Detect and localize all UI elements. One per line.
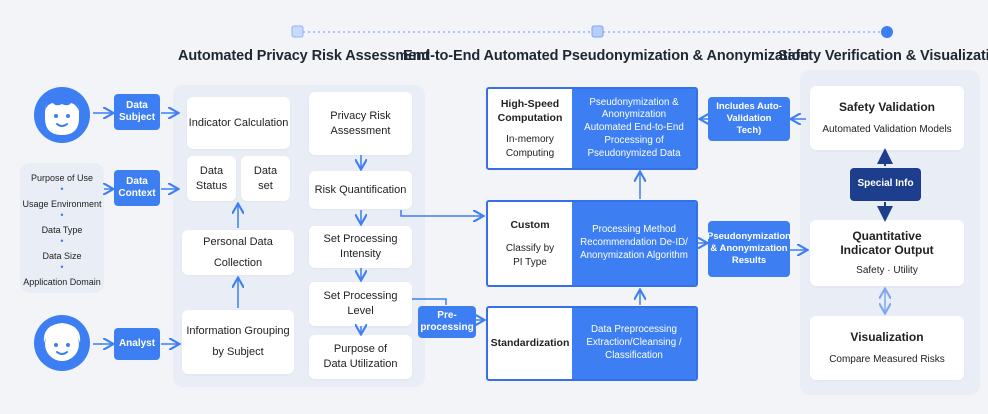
information-grouping-card: Information Grouping by Subject: [182, 310, 294, 374]
analyst-avatar: [32, 313, 92, 373]
data-subject-tag: Data Subject: [114, 94, 160, 130]
context-item-data-size: Data Size: [42, 251, 82, 261]
standardization-box: Standardization Data Preprocessing Extra…: [486, 306, 698, 381]
data-subject-avatar: [32, 85, 92, 145]
visualization-sub: Compare Measured Risks: [829, 354, 945, 366]
title-safety-verification: Safety Verification & Visualization: [778, 48, 988, 64]
context-separator: •: [60, 262, 64, 272]
person-icon: [34, 87, 90, 143]
context-separator: •: [60, 184, 64, 194]
quantitative-sub: Safety · Utility: [856, 264, 918, 276]
set-processing-intensity-card: Set Processing Intensity: [309, 226, 412, 268]
custom-left: Custom Classify by PI Type: [488, 202, 572, 285]
purpose-of-data-utilization-card: Purpose of Data Utilization: [309, 335, 412, 379]
high-speed-sub: In-memory Computing: [505, 134, 555, 159]
context-item-purpose: Purpose of Use: [30, 173, 94, 183]
safety-validation-title: Safety Validation: [838, 100, 936, 115]
context-item-data-type: Data Type: [41, 225, 83, 235]
context-panel: [20, 163, 104, 293]
privacy-risk-assessment-card: Privacy Risk Assessment: [309, 92, 412, 155]
analyst-icon: [34, 315, 90, 371]
personal-data-collection-card: Personal Data Collection: [182, 230, 294, 275]
title-privacy-risk-assessment: Automated Privacy Risk Assessment: [178, 48, 430, 64]
visualization-title: Visualization: [850, 330, 924, 345]
high-speed-title: High-Speed Computation: [497, 97, 563, 124]
standardization-desc: Data Preprocessing Extraction/Cleansing …: [572, 308, 696, 379]
high-speed-computation-box: High-Speed Computation In-memory Computi…: [486, 87, 698, 170]
quantitative-indicator-card: Quantitative Indicator Output Safety · U…: [810, 220, 964, 286]
standardization-left: Standardization: [488, 308, 572, 379]
preprocessing-tag: Pre-processing: [418, 306, 476, 338]
context-separator: •: [60, 210, 64, 220]
high-speed-left: High-Speed Computation In-memory Computi…: [488, 89, 572, 168]
quantitative-title: Quantitative Indicator Output: [840, 228, 934, 258]
custom-box: Custom Classify by PI Type Processing Me…: [486, 200, 698, 287]
standardization-title: Standardization: [490, 337, 570, 350]
set-processing-level-card: Set Processing Level: [309, 282, 412, 326]
special-info-tag: Special Info: [850, 168, 921, 201]
context-item-environment: Usage Environment: [22, 199, 102, 209]
data-context-tag: Data Context: [114, 170, 160, 206]
context-item-domain: Application Domain: [23, 277, 101, 287]
indicator-calculation-card: Indicator Calculation: [187, 97, 290, 149]
context-separator: •: [60, 236, 64, 246]
visualization-card: Visualization Compare Measured Risks: [810, 316, 964, 380]
custom-title: Custom: [510, 218, 550, 231]
high-speed-desc: Pseudonymization & Anonymization Automat…: [572, 89, 696, 168]
data-set-card: Data set: [241, 156, 290, 201]
custom-desc: Processing Method Recommendation De-ID/ …: [572, 202, 696, 285]
safety-validation-sub: Automated Validation Models: [822, 124, 952, 136]
auto-validation-tag: Includes Auto-Validation Tech): [708, 97, 790, 141]
safety-validation-card: Safety Validation Automated Validation M…: [810, 86, 964, 150]
results-tag: Pseudonymization & Anonymization Results: [707, 221, 791, 277]
data-status-card: Data Status: [187, 156, 236, 201]
analyst-tag: Analyst: [114, 328, 160, 360]
custom-sub: Classify by PI Type: [505, 243, 555, 268]
risk-quantification-card: Risk Quantification: [309, 171, 412, 209]
title-pseudonymization: End-to-End Automated Pseudonymization & …: [403, 48, 810, 64]
